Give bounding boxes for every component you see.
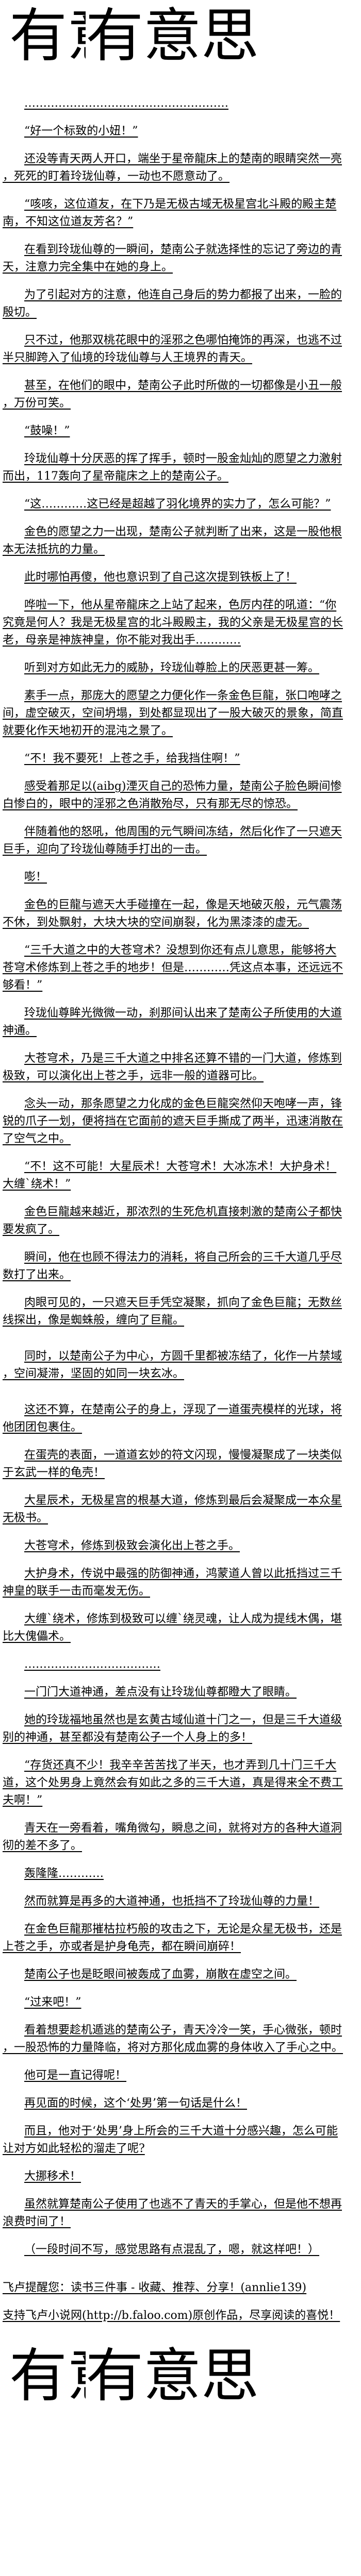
paragraph: “存货还真不少！我辛辛苦苦找了半天，也才弄到几十门三千大道，这个处男身上竟然会有…: [3, 1759, 343, 1807]
paragraph: （一段时间不写，感觉思路有点混乱了，嗯，就这样吧！）: [24, 2243, 320, 2256]
paragraph: “过来吧！”: [24, 1996, 81, 2009]
paragraph: “鼓噪！”: [24, 425, 70, 437]
paragraph: 而且，他对于‘处男’身上所会的三千大道十分感兴趣，怎么可能让对方如此轻松的溜走了…: [3, 2125, 338, 2155]
logo-char-clipped: 意: [67, 0, 86, 72]
logo-text: 有意思: [86, 3, 259, 70]
site-logo-top: 有意有意思: [0, 0, 361, 72]
paragraph: 金色巨龍越来越近，那浓烈的生死危机直接刺激的楚南公子都快要发疯了。: [3, 1206, 342, 1236]
paragraph: 她的玲珑福地虽然也是玄黄古域仙道十门之一，但是三千大道级别的神通，甚至都没有楚南…: [3, 1714, 342, 1744]
paragraph: 楚南公子也是眨眼间被轰成了血雾，崩散在虚空之间。: [24, 1968, 297, 1981]
paragraph: 这还不算，在楚南公子的身上，浮现了一道蛋壳模样的光球，将他团团包裹住。: [3, 1403, 342, 1434]
paragraph: 伴随着他的怒吼，他周围的元气瞬间冻结，然后化作了一只遮天巨手，迎向了玲珑仙尊随手…: [3, 825, 342, 856]
paragraph: 为了引起对方的注意，他连自己身后的势力都报了出来，一脸的殷切。: [3, 289, 342, 319]
paragraph: 听到对方如此无力的威胁，玲珑仙尊脸上的厌恶更甚一筹。: [24, 662, 320, 674]
paragraph: 甚至，在他们的眼中，楚南公子此时所做的一切都像是小丑一般，万份可笑。: [3, 379, 342, 410]
paragraph: 此时哪怕再傻，他也意识到了自己这次提到铁板上了！: [24, 571, 297, 584]
paragraph: 再见面的时候，这个‘处男’第一句话是什么！: [24, 2097, 247, 2110]
paragraph: 大苍穹术，修炼到极致会演化出上苍之手。: [24, 1539, 240, 1552]
footer-reminder: 飞卢提醒您：读书三件事 - 收藏、推荐、分享！(annlie139): [3, 2281, 307, 2294]
paragraph: 玲珑仙尊十分厌恶的挥了挥手，顿时一股金灿灿的愿望之力激射而出，117轰向了星帝龍…: [3, 452, 342, 483]
paragraph: 虽然就算楚南公子使用了也逃不了青天的手掌心，但是他不想再浪费时间了！: [3, 2198, 342, 2228]
paragraph: 轰隆隆…………: [24, 1867, 104, 1880]
paragraph: 然而就算是再多的大道神通，也抵挡不了玲珑仙尊的力量！: [24, 1895, 320, 1908]
paragraph: ………………………………………………: [24, 97, 228, 110]
paragraph: “三千大道之中的大苍穹术？没想到你还有点儿意思，能够将大苍穹术修炼到上苍之手的地…: [3, 944, 343, 992]
paragraph: 青天在一旁看着，嘴角微勾，瞬息之间，就将对方的各种大道洞彻的差不多了。: [3, 1822, 342, 1852]
paragraph: 只不过，他那双桃花眼中的淫邪之色哪怕掩饰的再深，也逃不过半只脚跨入了仙境的玲珑仙…: [3, 334, 342, 364]
logo-char-clipped: 意: [67, 2340, 86, 2412]
paragraph: “咳咳，这位道友，在下乃是无极古域无极星宫北斗殿的殿主楚南，不知这位道友芳名？”: [3, 198, 337, 228]
paragraph: 素手一点，那庞大的愿望之力便化作一条金色巨龍，张口咆哮之间，虚空破灭，空间坍塌，…: [3, 689, 343, 737]
paragraph: 嘭！: [24, 871, 47, 884]
paragraph: ………………………………: [24, 1658, 160, 1671]
paragraph: 大缠`绕术，修炼到极致可以缠`绕灵魂，让人成为提线木偶，堪比大傀儡术。: [3, 1613, 342, 1643]
paragraph: “这…………这已经是超越了羽化境界的实力了，怎么可能？”: [24, 498, 331, 511]
footer-support-link[interactable]: 支持飞卢小说网(http://b.faloo.com)原创作品，尽享阅读的喜悦！: [3, 2309, 340, 2322]
paragraph: 一门门大道神通，差点没有让玲珑仙尊都瞪大了眼睛。: [24, 1686, 297, 1699]
paragraph: 瞬间，他在也顾不得法力的消耗，将自己所会的三千大道几乎尽数打了出来。: [3, 1251, 342, 1281]
paragraph: 同时，以楚南公子为中心，方圆千里都被冻结了，化作一片禁域，空间凝滞，坚固的如同一…: [3, 1350, 342, 1380]
chapter-content: ……………………………………………… “好一个标致的小妞！” 还没等青天两人开口，端…: [0, 72, 347, 2259]
paragraph: 肉眼可见的，一只遮天巨手凭空凝聚，抓向了金色巨龍；无数丝线探出，像是蜘蛛般，缠向…: [3, 1296, 342, 1327]
paragraph: 念头一动，那条愿望之力化成的金色巨龍突然仰天咆哮一声，锋锐的爪子一划，便将挡在它…: [3, 1097, 343, 1145]
paragraph: 大苍穹术，乃是三千大道之中排名还算不错的一门大道，修炼到极致，可以演化出上苍之手…: [3, 1052, 342, 1082]
paragraph: 感受着那足以(aibg)湮灭自己的恐怖力量，楚南公子脸色瞬间惨白惨白的，眼中的淫…: [3, 780, 342, 810]
paragraph: 玲珑仙尊眸光微微一动，刹那间认出来了楚南公子所使用的大道神通。: [3, 1007, 342, 1037]
paragraph: 在蛋壳的表面，一道道玄妙的符文闪现，慢慢凝聚成了一块类似于玄武一样的龟壳！: [3, 1449, 342, 1479]
logo-text: 有意思: [86, 2343, 259, 2410]
logo-char: 有: [9, 2343, 67, 2410]
paragraph: 大护身术，传说中最强的防御神通，鸿蒙道人曾以此抵挡过三千神皇的联手一击而毫发无伤…: [3, 1567, 342, 1598]
paragraph: “不！这不可能！大星辰术！大苍穹术！大冰冻术！大护身术！大缠`绕术！”: [3, 1160, 337, 1191]
paragraph: 哗啦一下，他从星帝龍床之上站了起来，色厉内荏的吼道：“你究竟是何人？我是无极星宫…: [3, 599, 343, 647]
paragraph: 大挪移术！: [24, 2170, 81, 2183]
paragraph: 看着想要趁机遁逃的楚南公子，青天冷冷一笑，手心微张，顿时，一股恐怖的力量降临，将…: [3, 2024, 343, 2054]
logo-char: 有: [9, 3, 67, 70]
paragraph: “不！我不要死！上苍之手，给我挡住啊！”: [24, 752, 240, 765]
paragraph: 还没等青天两人开口，端坐于星帝龍床上的楚南的眼睛突然一亮，死死的盯着玲珑仙尊，一…: [3, 152, 342, 183]
paragraph: 他可是一直记得呢！: [24, 2069, 127, 2082]
paragraph: 大星辰术，无极星宫的根基大道，修炼到最后会凝聚成一本众星无极书。: [3, 1494, 342, 1524]
paragraph: 在金色巨龍那摧枯拉朽般的攻击之下，无论是众星无极书，还是上苍之手，亦或者是护身龟…: [3, 1923, 342, 1953]
page-footer: 飞卢提醒您：读书三件事 - 收藏、推荐、分享！(annlie139) 支持飞卢小…: [0, 2269, 347, 2325]
paragraph: “好一个标致的小妞！”: [24, 125, 138, 138]
paragraph: 金色的愿望之力一出现，楚南公子就判断了出来，这是一股他根本无法抵抗的力量。: [3, 526, 342, 556]
site-logo-bottom: 有意有意思: [0, 2340, 361, 2412]
paragraph: 在看到玲珑仙尊的一瞬间，楚南公子就选择性的忘记了旁边的青天，注意力完全集中在她的…: [3, 243, 342, 274]
paragraph: 金色的巨龍与遮天大手碰撞在一起，像是天地破灭般，元气震荡不休，到处飘射，大块大块…: [3, 899, 342, 929]
